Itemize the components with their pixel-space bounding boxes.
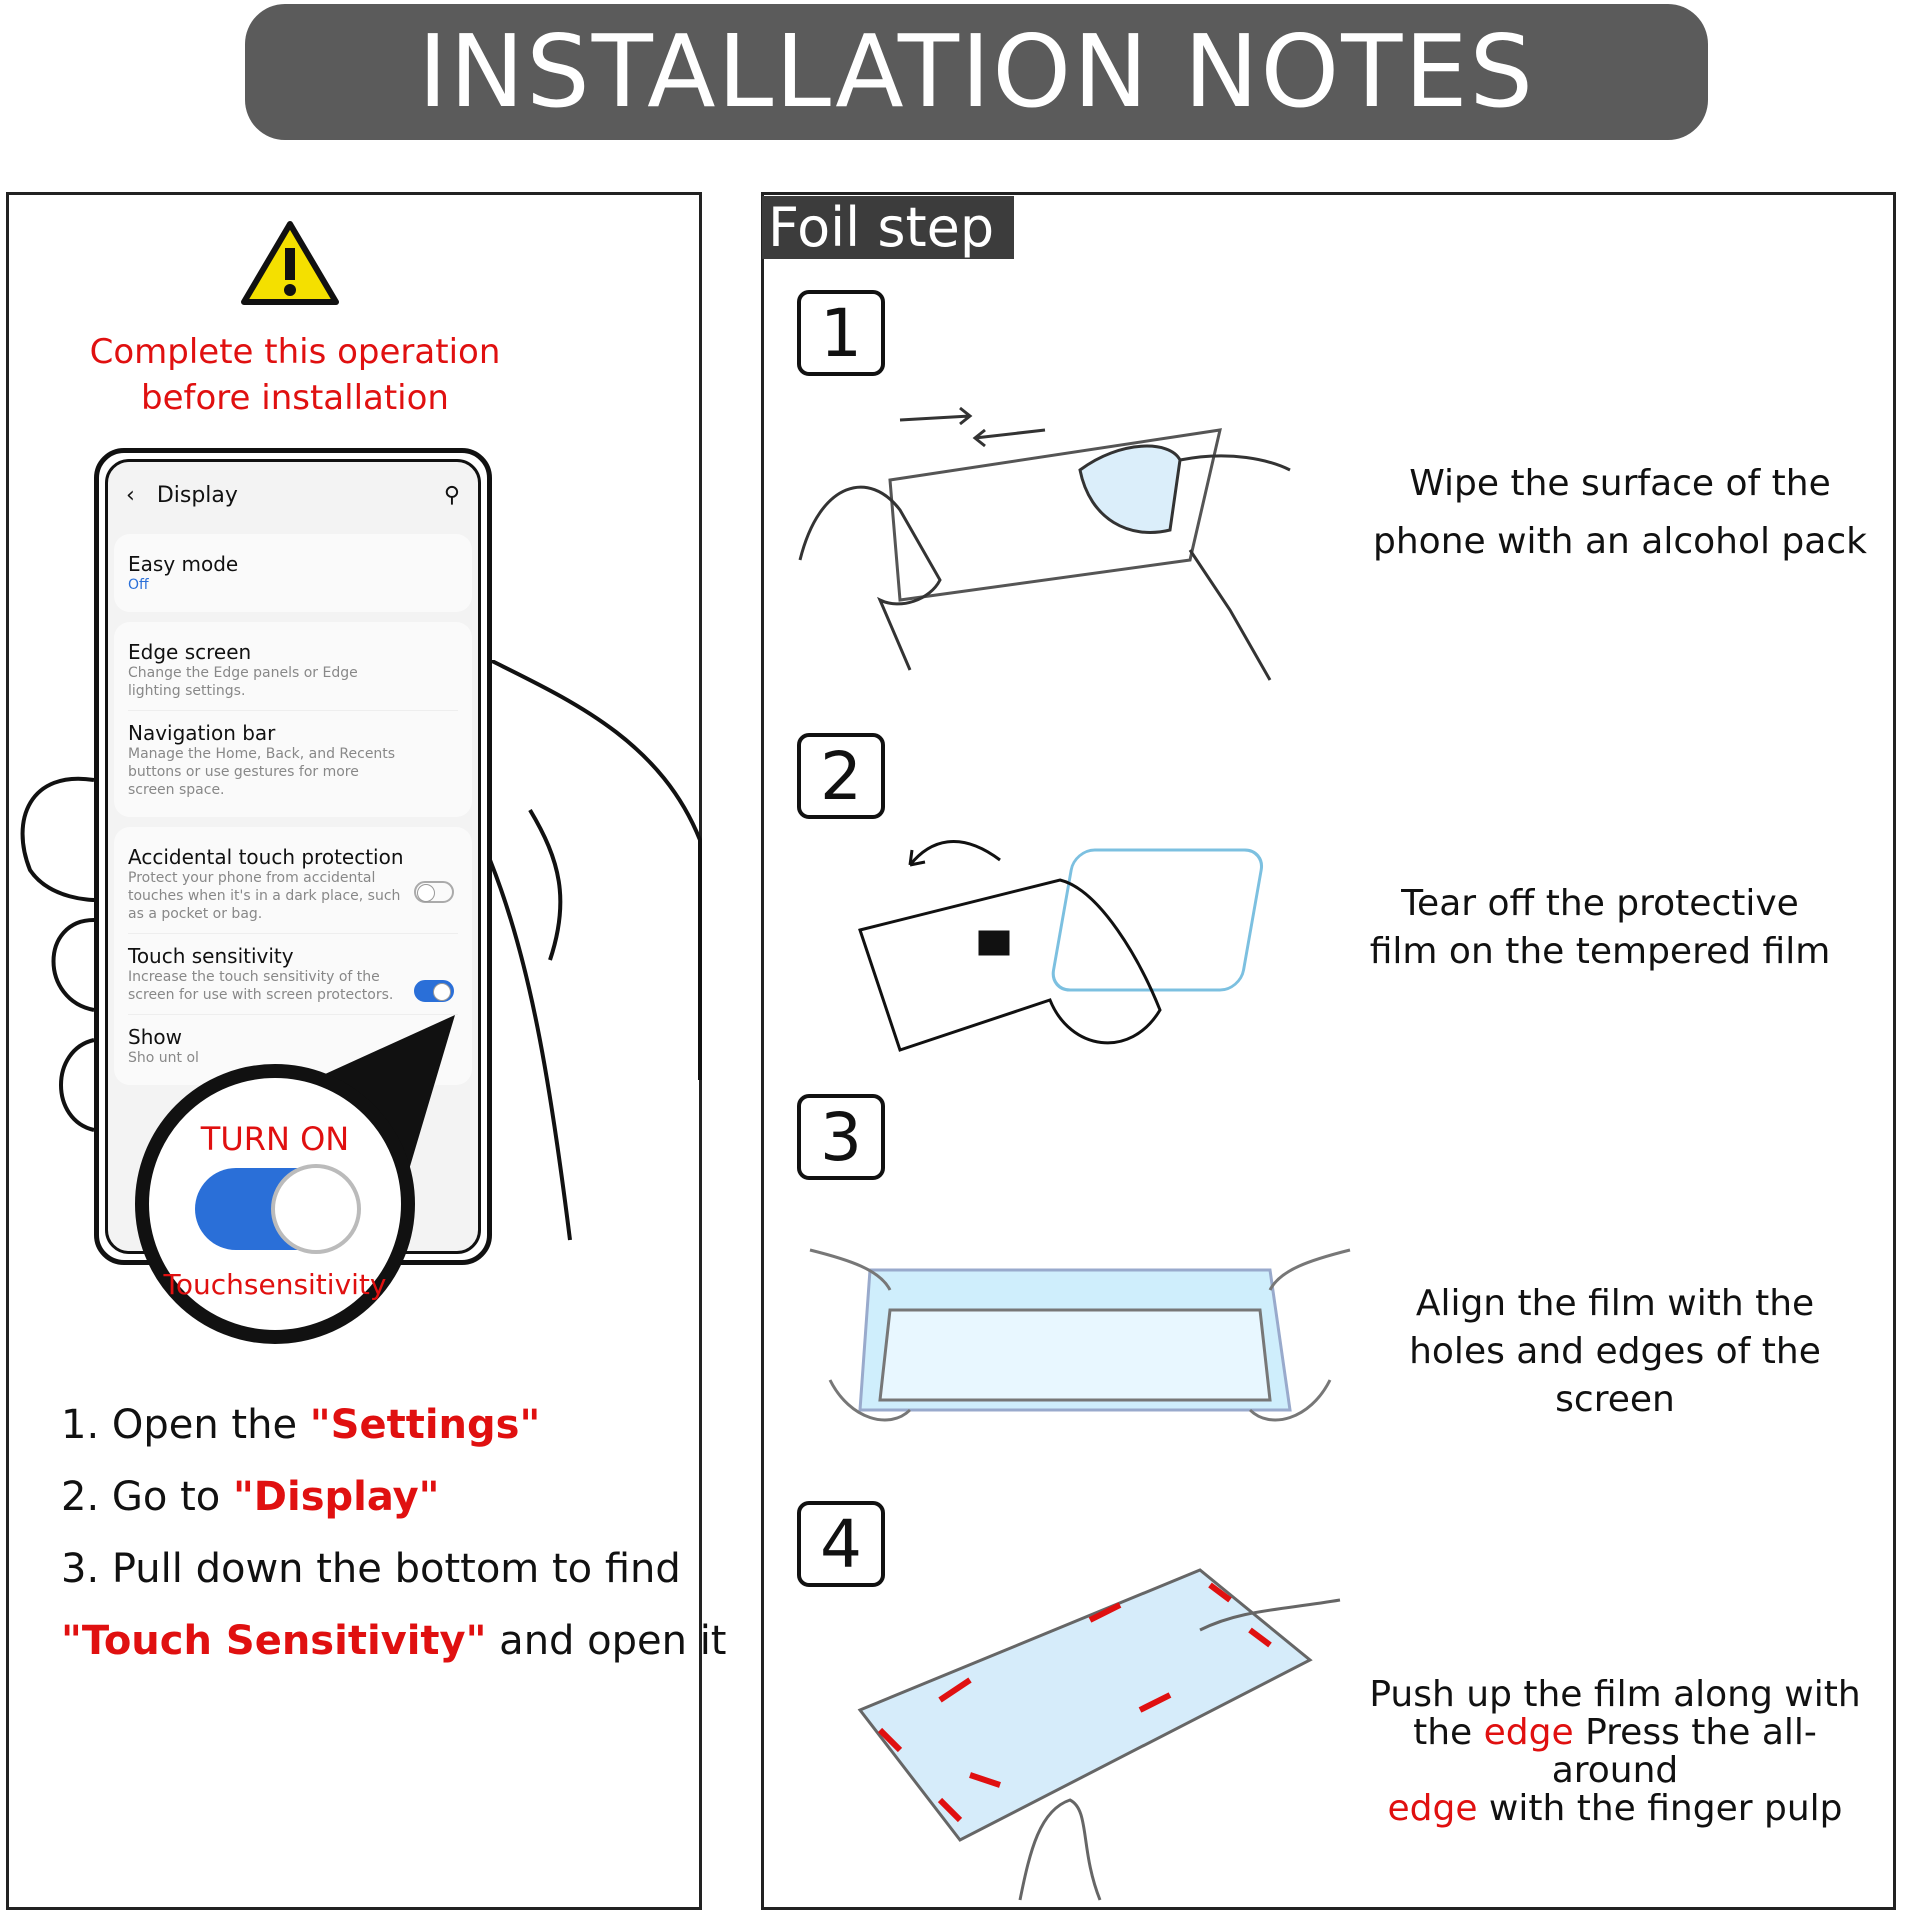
setting-value: Off: [128, 577, 149, 593]
peel-film-illustration: [858, 840, 1264, 1052]
step-text-line: Wipe the surface of the: [1409, 463, 1831, 504]
magnifier-callout: TURN ON Touchsensitivity: [135, 1064, 415, 1344]
step-number-3: 3: [797, 1094, 885, 1180]
setting-title: Easy mode: [128, 552, 239, 576]
big-toggle-icon: [195, 1164, 361, 1254]
align-film-illustration: [809, 1248, 1351, 1422]
step-number-4: 4: [797, 1501, 885, 1587]
setting-title: Touch sensitivity: [128, 944, 294, 968]
foil-steps-panel: [761, 192, 1896, 1910]
instruction-text: 1. Open the: [61, 1402, 310, 1448]
touchsensitivity-label: Touchsensitivity: [163, 1268, 387, 1301]
instruction-3: 3. Pull down the bottom to find: [61, 1546, 681, 1592]
step-number-1: 1: [797, 290, 885, 376]
instruction-highlight: "Settings": [309, 1402, 541, 1448]
touch-sensitivity-toggle[interactable]: [414, 980, 454, 1002]
display-title: Display: [156, 482, 238, 508]
step-2-text: Tear off the protective film on the tempe…: [1350, 880, 1850, 976]
step-text-line: phone with an alcohol pack: [1373, 521, 1867, 562]
text: Press the all-around: [1551, 1712, 1817, 1791]
foil-step-heading: Foil step: [762, 196, 1014, 259]
instruction-1: 1. Open the "Settings": [61, 1402, 540, 1448]
turn-on-label: TURN ON: [200, 1120, 350, 1158]
setting-desc: Change the Edge panels or Edge lighting …: [128, 665, 358, 699]
warning-line-2: before installation: [141, 378, 449, 418]
hand-illustration: [20, 660, 702, 1241]
instruction-3-cont: "Touch Sensitivity" and open it: [61, 1618, 727, 1664]
page-title: INSTALLATION NOTES: [245, 4, 1708, 140]
press-edge-illustration: [857, 1568, 1341, 1901]
edge-highlight: edge: [1387, 1788, 1478, 1829]
setting-title: Navigation bar: [128, 721, 276, 745]
instruction-highlight: "Display": [232, 1474, 440, 1520]
step-text-line: the edge Press the all-around: [1350, 1714, 1880, 1790]
back-icon[interactable]: ‹: [126, 482, 135, 508]
setting-title: Edge screen: [128, 640, 252, 664]
instruction-text: and open it: [486, 1618, 727, 1664]
text: with the finger pulp: [1477, 1788, 1843, 1829]
instruction-text: 2. Go to: [61, 1474, 233, 1520]
instruction-highlight: "Touch Sensitivity": [61, 1618, 487, 1664]
accidental-touch-toggle[interactable]: [414, 881, 454, 903]
setting-desc: Sho unt ol: [128, 1050, 199, 1066]
step-text-line: Push up the film along with: [1369, 1674, 1861, 1715]
setting-desc: Protect your phone from accidental touch…: [128, 870, 401, 922]
search-icon[interactable]: ⚲: [443, 482, 460, 508]
step-text-line: holes and edges of the screen: [1409, 1331, 1821, 1420]
step-text-line: film on the tempered film: [1369, 931, 1831, 972]
warning-line-1: Complete this operation: [89, 332, 501, 372]
setting-title: Show: [128, 1025, 182, 1049]
display-header: ‹ Display ⚲: [108, 462, 478, 528]
step-text-line: Tear off the protective: [1401, 883, 1799, 924]
wipe-illustration: [798, 406, 1291, 681]
instruction-text: 3. Pull down the bottom to find: [61, 1546, 681, 1592]
step-4-text: Push up the film along with the edge Pre…: [1350, 1676, 1880, 1828]
instruction-2: 2. Go to "Display": [61, 1474, 440, 1520]
step-1-text: Wipe the surface of the phone with an alc…: [1370, 460, 1870, 566]
step-text-line: edge with the finger pulp: [1350, 1790, 1880, 1828]
warning-icon: [241, 221, 339, 305]
text: the: [1413, 1712, 1484, 1753]
edge-highlight: edge: [1483, 1712, 1574, 1753]
setting-desc: Increase the touch sensitivity of the sc…: [128, 969, 394, 1003]
setting-desc: Manage the Home, Back, and Recents butto…: [128, 746, 396, 798]
step-number-2: 2: [797, 733, 885, 819]
step-3-text: Align the film with the holes and edges o…: [1350, 1280, 1880, 1424]
setting-title: Accidental touch protection: [128, 845, 404, 869]
step-text-line: Align the film with the: [1415, 1283, 1815, 1324]
